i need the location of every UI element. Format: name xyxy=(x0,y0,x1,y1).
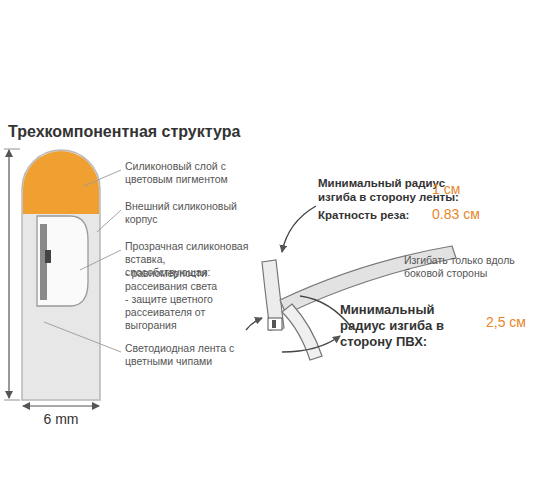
part-label: - защите цветного рассеивателя от выгора… xyxy=(125,293,250,331)
dimension-label: 6 mm xyxy=(42,411,81,428)
silicone-housing xyxy=(22,150,100,400)
pigment-layer xyxy=(23,151,99,214)
part-label: - равномерности рассеивания света xyxy=(125,267,250,293)
dimension-line xyxy=(23,405,99,406)
spec-value: 2,5 см xyxy=(486,314,526,331)
part-label: Внешний силиконовый корпус xyxy=(125,200,243,226)
part-label: Силиконовый слой с цветовым пигментом xyxy=(125,160,243,186)
spec-label: Кратность реза: xyxy=(318,208,438,222)
title: Трехкомпонентная структура xyxy=(8,122,240,142)
spec-value: 1 см xyxy=(432,181,460,198)
dimension-line xyxy=(8,150,9,398)
spec-label: Минимальный радиус изгиба в сторону ПВХ: xyxy=(340,302,482,350)
note: Изгибать только вдоль боковой стороны xyxy=(404,254,544,280)
leader-lines xyxy=(44,170,121,352)
part-label: Светодиодная лента с цветными чипами xyxy=(125,342,243,368)
bend-arrows xyxy=(246,206,352,352)
led-chip xyxy=(45,250,51,263)
spec-value: 0.83 см xyxy=(432,206,480,223)
clear-insert xyxy=(37,216,88,306)
